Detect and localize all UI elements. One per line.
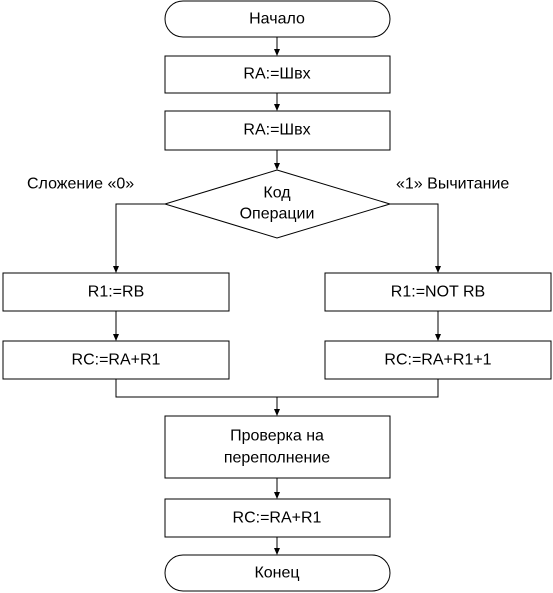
- decision-diamond: [163, 169, 392, 239]
- arrow-head: [113, 334, 119, 341]
- end-terminator-shape: [164, 554, 391, 592]
- connector-decision-to-left-branch: [115, 203, 165, 266]
- overflow-check-box: [164, 415, 391, 479]
- arrow-head: [274, 104, 280, 111]
- branch-right-label: «1» Вычитание: [396, 176, 509, 193]
- final-step-label: RC:=RA+R1: [233, 510, 322, 527]
- branch-left-label: Сложение «0»: [27, 176, 134, 193]
- load-a-label: RA:=Швх: [243, 66, 310, 83]
- left-step-1-box: [2, 272, 230, 312]
- start-label: Начало: [249, 11, 305, 28]
- arrow-head: [274, 49, 280, 56]
- load-b-step: RA:=Швх: [164, 110, 391, 151]
- arrow-head: [435, 266, 441, 273]
- right-step-1-box: [324, 272, 552, 312]
- load-b-label: RA:=Швх: [243, 122, 310, 139]
- overflow-check-line-1: Проверка на: [230, 428, 324, 445]
- right-step-1: R1:=NOT RB: [324, 272, 552, 312]
- right-step-2-box: [324, 340, 552, 380]
- load-a-step: RA:=Швх: [164, 55, 391, 94]
- left-step-1-label: R1:=RB: [88, 284, 144, 301]
- connectors: [113, 37, 441, 555]
- final-step-box: [164, 498, 391, 538]
- decision-label-line-1: Код: [263, 185, 291, 202]
- left-step-2-label: RC:=RA+R1: [72, 352, 161, 369]
- end-label: Конец: [254, 565, 299, 582]
- load-b-box: [164, 110, 391, 151]
- arrow-head: [113, 266, 119, 273]
- overflow-check-step: Проверка на переполнение: [164, 415, 391, 479]
- arrow-head: [274, 163, 280, 170]
- right-step-2-label: RC:=RA+R1+1: [384, 352, 491, 369]
- final-step: RC:=RA+R1: [164, 498, 391, 538]
- arrow-head: [435, 334, 441, 341]
- load-a-box: [164, 55, 391, 94]
- connector-merge-branches: [115, 379, 439, 398]
- arrow-head: [274, 409, 280, 416]
- left-step-2: RC:=RA+R1: [2, 340, 230, 380]
- left-step-2-box: [2, 340, 230, 380]
- overflow-check-line-2: переполнение: [224, 450, 330, 467]
- arrow-head: [274, 548, 280, 555]
- right-step-1-label: R1:=NOT RB: [391, 284, 485, 301]
- operation-code-decision: Код Операции: [163, 169, 392, 239]
- left-step-1: R1:=RB: [2, 272, 230, 312]
- start-node: Начало: [164, 0, 391, 38]
- start-terminator-shape: [164, 0, 391, 38]
- arrow-head: [274, 492, 280, 499]
- decision-label-line-2: Операции: [240, 206, 315, 223]
- connector-decision-to-right-branch: [390, 203, 439, 266]
- right-step-2: RC:=RA+R1+1: [324, 340, 552, 380]
- end-node: Конец: [164, 554, 391, 592]
